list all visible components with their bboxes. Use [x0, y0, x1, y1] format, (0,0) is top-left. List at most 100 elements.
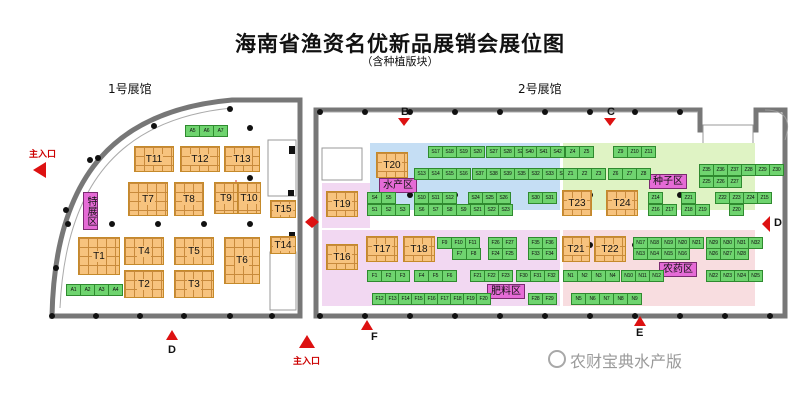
booth-f16[interactable]: F16 [424, 293, 439, 305]
booth-t12[interactable]: T12 [180, 146, 220, 172]
booth-f24[interactable]: F24 [488, 248, 503, 260]
booth-t10[interactable]: T10 [237, 182, 261, 214]
booth-t5[interactable]: T5 [174, 237, 214, 265]
booth-z7[interactable]: Z7 [622, 168, 637, 180]
booth-s17[interactable]: S17 [428, 146, 443, 158]
booth-t20[interactable]: T20 [376, 152, 408, 178]
booth-t11[interactable]: T11 [134, 146, 174, 172]
booth-z25[interactable]: Z25 [699, 176, 714, 188]
booth-s5[interactable]: S5 [381, 192, 396, 204]
booth-n12[interactable]: N12 [649, 270, 664, 282]
booth-n27[interactable]: N27 [720, 248, 735, 260]
booth-f23[interactable]: F23 [498, 270, 513, 282]
booth-n21[interactable]: N21 [689, 237, 704, 249]
booth-f29[interactable]: F29 [542, 293, 557, 305]
booth-s9[interactable]: S9 [456, 204, 471, 216]
booth-f30[interactable]: F30 [516, 270, 531, 282]
booth-z14[interactable]: Z14 [648, 192, 663, 204]
booth-s30[interactable]: S30 [528, 192, 543, 204]
booth-z22[interactable]: Z22 [715, 192, 730, 204]
booth-n22[interactable]: N22 [706, 270, 721, 282]
booth-s13[interactable]: S13 [414, 168, 429, 180]
booth-z26[interactable]: Z26 [713, 176, 728, 188]
booth-f6[interactable]: F6 [442, 270, 457, 282]
booth-f22[interactable]: F22 [484, 270, 499, 282]
booth-f4[interactable]: F4 [414, 270, 429, 282]
booth-f13[interactable]: F13 [385, 293, 400, 305]
booth-z30[interactable]: Z30 [769, 164, 784, 176]
booth-n7[interactable]: N7 [599, 293, 614, 305]
booth-s2[interactable]: S2 [381, 204, 396, 216]
booth-f31[interactable]: F31 [530, 270, 545, 282]
booth-n9[interactable]: N9 [627, 293, 642, 305]
booth-z8[interactable]: Z8 [636, 168, 651, 180]
booth-s38[interactable]: S38 [486, 168, 501, 180]
booth-s23[interactable]: S23 [498, 204, 513, 216]
booth-z19[interactable]: Z19 [695, 204, 710, 216]
booth-z37[interactable]: Z37 [727, 164, 742, 176]
booth-z6[interactable]: Z6 [608, 168, 623, 180]
booth-s22[interactable]: S22 [484, 204, 499, 216]
booth-f9[interactable]: F9 [437, 237, 452, 249]
booth-a7[interactable]: A7 [213, 125, 228, 137]
booth-z11[interactable]: Z11 [641, 146, 656, 158]
booth-n24[interactable]: N24 [734, 270, 749, 282]
booth-n15[interactable]: N15 [661, 248, 676, 260]
booth-s12[interactable]: S12 [442, 192, 457, 204]
booth-s25[interactable]: S25 [482, 192, 497, 204]
booth-t7[interactable]: T7 [128, 182, 168, 216]
booth-z23[interactable]: Z23 [729, 192, 744, 204]
booth-t17[interactable]: T17 [366, 236, 398, 262]
booth-n13[interactable]: N13 [633, 248, 648, 260]
booth-t9[interactable]: T9 [214, 182, 238, 214]
booth-z1[interactable]: Z1 [563, 168, 578, 180]
booth-t6[interactable]: T6 [224, 237, 260, 284]
booth-s1[interactable]: S1 [367, 204, 382, 216]
booth-n6[interactable]: N6 [585, 293, 600, 305]
booth-n16[interactable]: N16 [675, 248, 690, 260]
booth-s11[interactable]: S11 [428, 192, 443, 204]
booth-z35[interactable]: Z35 [699, 164, 714, 176]
booth-s14[interactable]: S14 [428, 168, 443, 180]
booth-s20[interactable]: S20 [470, 146, 485, 158]
booth-t19[interactable]: T19 [326, 191, 358, 217]
booth-t15[interactable]: T15 [270, 200, 296, 218]
booth-z27[interactable]: Z27 [727, 176, 742, 188]
booth-a3[interactable]: A3 [94, 284, 109, 296]
booth-t1[interactable]: T1 [78, 237, 120, 275]
booth-z9[interactable]: Z9 [613, 146, 628, 158]
booth-t4[interactable]: T4 [124, 237, 164, 265]
booth-z15[interactable]: Z15 [757, 192, 772, 204]
booth-a6[interactable]: A6 [199, 125, 214, 137]
booth-t13[interactable]: T13 [224, 146, 260, 172]
booth-f25[interactable]: F25 [502, 248, 517, 260]
booth-s42[interactable]: S42 [550, 146, 565, 158]
booth-f14[interactable]: F14 [398, 293, 413, 305]
booth-n3[interactable]: N3 [591, 270, 606, 282]
booth-z17[interactable]: Z17 [662, 204, 677, 216]
booth-t21[interactable]: T21 [562, 236, 590, 262]
booth-z5[interactable]: Z5 [579, 146, 594, 158]
booth-a1[interactable]: A1 [66, 284, 81, 296]
booth-s6[interactable]: S6 [414, 204, 429, 216]
booth-n25[interactable]: N25 [748, 270, 763, 282]
booth-s3[interactable]: S3 [395, 204, 410, 216]
booth-n32[interactable]: N32 [748, 237, 763, 249]
booth-s16[interactable]: S16 [456, 168, 471, 180]
booth-f32[interactable]: F32 [544, 270, 559, 282]
booth-a4[interactable]: A4 [108, 284, 123, 296]
booth-n4[interactable]: N4 [605, 270, 620, 282]
booth-s21[interactable]: S21 [470, 204, 485, 216]
booth-a2[interactable]: A2 [80, 284, 95, 296]
booth-t2[interactable]: T2 [124, 270, 164, 298]
booth-s10[interactable]: S10 [414, 192, 429, 204]
booth-s40[interactable]: S40 [522, 146, 537, 158]
booth-f7[interactable]: F7 [452, 248, 467, 260]
booth-z21[interactable]: Z21 [681, 192, 696, 204]
booth-s31[interactable]: S31 [542, 192, 557, 204]
booth-t16[interactable]: T16 [326, 244, 358, 270]
booth-f21[interactable]: F21 [470, 270, 485, 282]
booth-z18[interactable]: Z18 [681, 204, 696, 216]
booth-n5[interactable]: N5 [571, 293, 586, 305]
booth-z28[interactable]: Z28 [741, 164, 756, 176]
